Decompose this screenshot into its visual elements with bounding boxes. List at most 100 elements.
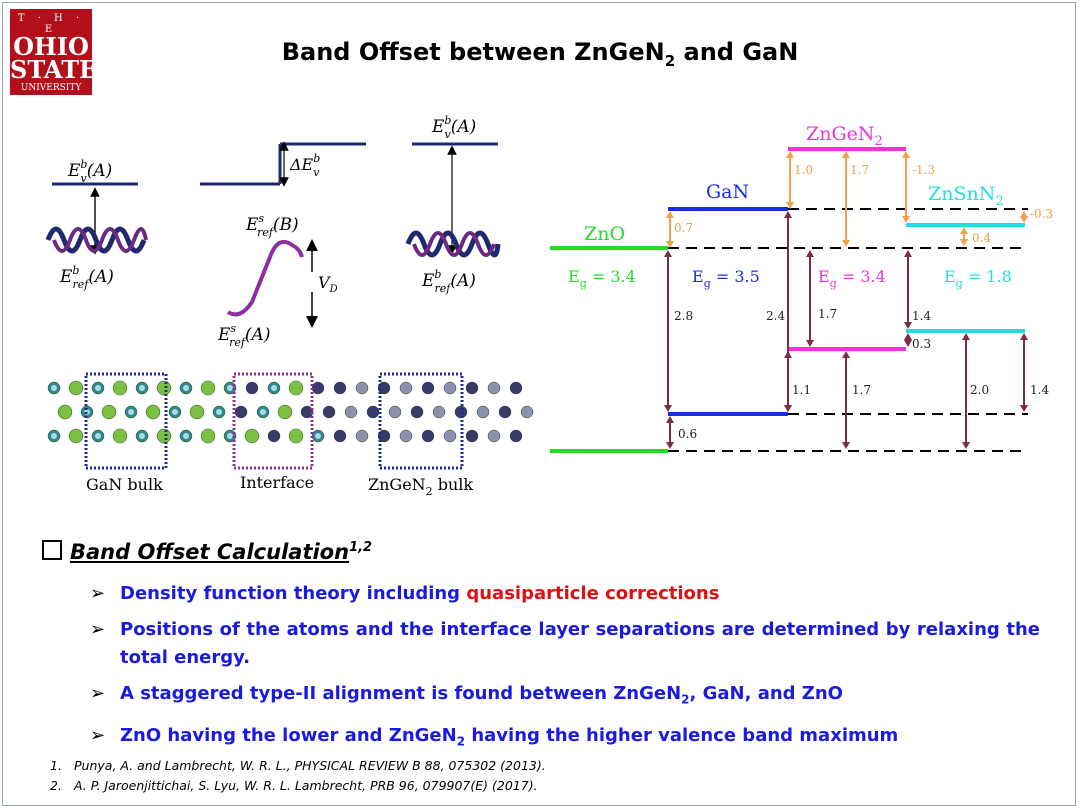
zngen-eg-label: Eg = 3.4 — [818, 267, 886, 290]
right-wave-purple — [412, 231, 496, 257]
atom — [399, 429, 413, 443]
offset-value-label: 1.7 — [850, 163, 869, 177]
logo-line-the: T · H · E — [17, 13, 85, 35]
atom-highlight — [260, 409, 266, 415]
atom — [498, 405, 512, 419]
atom — [267, 429, 281, 443]
section-heading-sup: 1,2 — [349, 540, 373, 555]
atom — [200, 428, 216, 444]
offset-arrow-head-down — [786, 202, 794, 209]
atom — [101, 404, 117, 420]
atom — [487, 381, 501, 395]
atom — [355, 429, 369, 443]
reference-1-text: Punya, A. and Lambrecht, W. R. L., PHYSI… — [74, 758, 546, 773]
potential-step-curve — [226, 240, 304, 317]
offset-value-label: 1.4 — [1030, 383, 1049, 397]
offset-arrow-head-down — [784, 405, 792, 412]
atom — [112, 380, 128, 396]
atom-highlight — [51, 385, 57, 391]
atom — [57, 404, 73, 420]
atom — [421, 381, 435, 395]
atom — [245, 381, 259, 395]
arrow-bullet-icon: ➢ — [90, 683, 106, 704]
left-wave-blue — [45, 226, 147, 254]
atom — [344, 405, 358, 419]
offset-arrow-head-up — [842, 151, 850, 158]
atom-highlight — [128, 409, 134, 415]
zngen-bulk-label: ZnGeN2 bulk — [368, 475, 473, 498]
atom — [355, 381, 369, 395]
atom — [145, 404, 161, 420]
offset-arrow-head-up — [664, 250, 672, 257]
atom — [399, 381, 413, 395]
atom-highlight — [227, 433, 233, 439]
offset-value-label: -0.3 — [1030, 207, 1053, 221]
bullet-4: ➢ ZnO having the lower and ZnGeN2 having… — [90, 722, 1040, 756]
offset-value-label: 0.3 — [912, 337, 931, 351]
gan-eg-label: Eg = 3.5 — [692, 267, 760, 290]
offset-arrow-head-up — [962, 333, 970, 340]
offset-value-label: 0.4 — [972, 231, 991, 245]
zngen-label: ZnGeN2 — [806, 123, 883, 149]
atom — [288, 428, 304, 444]
bullet-1-text: Density function theory including — [120, 583, 467, 604]
atom — [432, 405, 446, 419]
reference-2-number: 2. — [50, 778, 62, 793]
offset-arrow-head-down — [806, 340, 814, 347]
atom — [410, 405, 424, 419]
atom — [333, 429, 347, 443]
atom-highlight — [95, 433, 101, 439]
zno-label: ZnO — [584, 223, 625, 245]
offset-arrow-head-down — [904, 340, 912, 347]
slide-title: Band Offset between ZnGeN2 and GaN — [0, 38, 1080, 70]
offset-arrow-head-down — [842, 240, 850, 247]
offset-arrow-head-down — [842, 442, 850, 449]
arrow-bullet-icon: ➢ — [90, 724, 106, 746]
bullet-3-sub: 2 — [681, 692, 690, 707]
offset-arrow-head-up — [960, 227, 968, 234]
offset-arrow-head-up — [902, 151, 910, 158]
znsnn-label: ZnSnN2 — [928, 183, 1004, 209]
offset-arrow-head-up — [842, 351, 850, 358]
arrow-bullet-icon: ➢ — [90, 619, 106, 640]
offset-arrow-head-up — [666, 416, 674, 423]
offset-arrow-head-up — [806, 250, 814, 257]
atom — [322, 405, 336, 419]
gan-bulk-label: GaN bulk — [86, 475, 163, 494]
reference-2: 2. A. P. Jaroenjittichai, S. Lyu, W. R. L… — [50, 776, 546, 796]
atom — [509, 381, 523, 395]
offset-value-label: 2.4 — [766, 309, 785, 323]
vd-label: VD — [318, 273, 338, 295]
interface-box — [232, 372, 314, 470]
atom — [443, 429, 457, 443]
offset-value-label: 1.7 — [818, 307, 837, 321]
atom-highlight — [271, 385, 277, 391]
offset-value-label: 2.8 — [674, 309, 693, 323]
reference-1: 1. Punya, A. and Lambrecht, W. R. L., PHY… — [50, 756, 546, 776]
atom-highlight — [51, 433, 57, 439]
atom — [476, 405, 490, 419]
offset-value-label: -1.3 — [912, 163, 935, 177]
arrow-bullet-icon: ➢ — [90, 583, 106, 604]
section-heading: Band Offset Calculation1,2 — [42, 540, 372, 564]
logo-line-state: STATE — [10, 55, 98, 84]
gan-label: GaN — [706, 181, 749, 203]
offset-value-label: 2.0 — [970, 383, 989, 397]
atom — [200, 380, 216, 396]
atom-highlight — [139, 433, 145, 439]
atom-highlight — [216, 409, 222, 415]
bullet-list: ➢ Density function theory including quas… — [90, 580, 1040, 763]
reference-1-number: 1. — [50, 758, 62, 773]
bullet-1: ➢ Density function theory including quas… — [90, 580, 1040, 608]
atom — [68, 380, 84, 396]
reference-2-text: A. P. Jaroenjittichai, S. Lyu, W. R. L. … — [74, 778, 538, 793]
offset-arrow-head-down — [666, 241, 674, 248]
